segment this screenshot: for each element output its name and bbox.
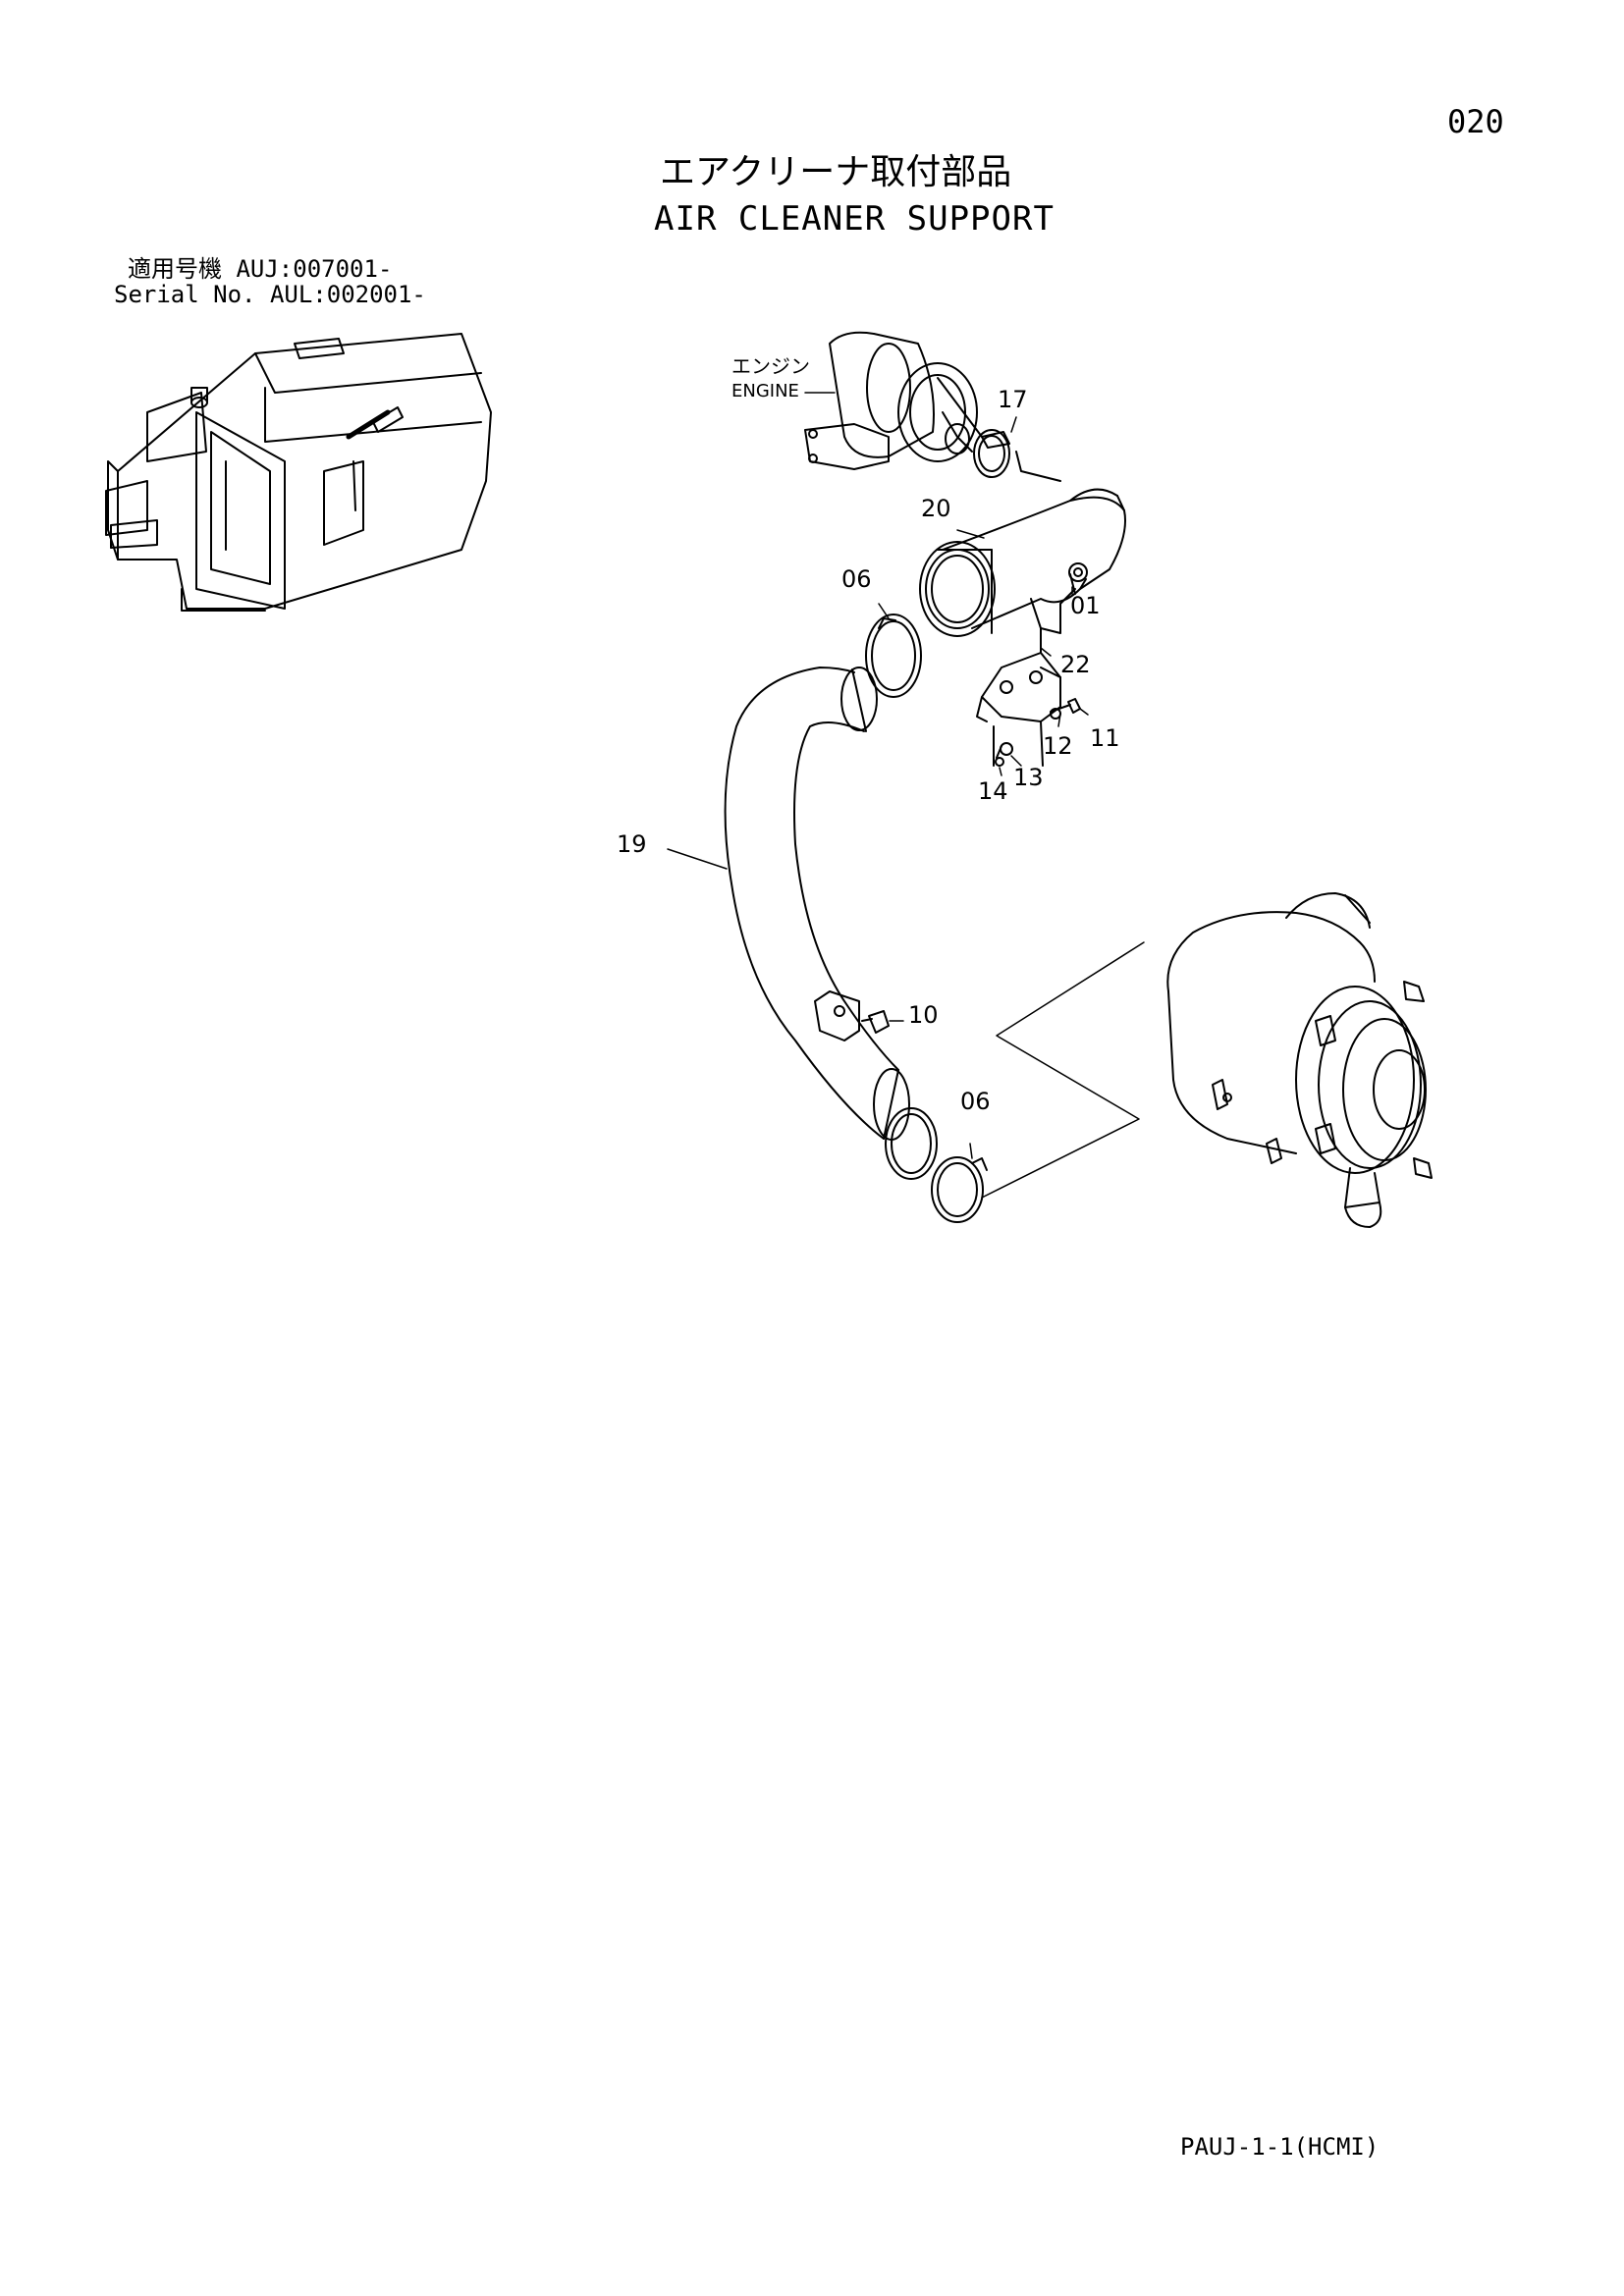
callout-13: 13 (1013, 764, 1044, 791)
machine-location-thumbnail (105, 333, 492, 612)
callout-11: 11 (1090, 724, 1120, 752)
bolt-assembly-11-12 (1050, 698, 1081, 720)
clamp-06-top (865, 614, 922, 698)
callout-14: 14 (978, 777, 1008, 805)
callout-10: 10 (908, 1001, 939, 1029)
curved-hose-19 (724, 667, 938, 1180)
bolt-01 (1068, 562, 1088, 590)
serial-applicability-en: Serial No. AUL:002001- (114, 281, 426, 308)
bolt-10 (861, 1010, 890, 1034)
callout-20: 20 (921, 495, 951, 522)
page-number: 020 (1447, 103, 1504, 140)
callout-19: 19 (617, 830, 647, 858)
callout-06-bottom: 06 (960, 1088, 991, 1115)
page-title-japanese: エアクリーナ取付部品 (660, 152, 1012, 192)
bolt-assembly-13-14 (993, 725, 1013, 767)
bracket-22 (976, 627, 1061, 767)
leader-lines (667, 392, 1145, 1199)
engine-label-en: ENGINE (731, 381, 799, 401)
engine-turbo-outlet (804, 331, 983, 470)
callout-01: 01 (1070, 592, 1101, 619)
hose-mount-bracket (814, 990, 860, 1041)
callout-17: 17 (998, 386, 1028, 413)
elbow-hose-20 (919, 488, 1126, 637)
footer-catalog-code: PAUJ-1-1(HCMI) (1180, 2133, 1380, 2161)
clamp-06-bottom (931, 1156, 988, 1223)
callout-12: 12 (1043, 732, 1073, 760)
page-title-english: AIR CLEANER SUPPORT (654, 199, 1055, 239)
callout-22: 22 (1060, 651, 1091, 678)
callout-06-top: 06 (841, 565, 872, 593)
serial-applicability-ja: 適用号機 AUJ:007001- (128, 255, 393, 283)
clamp-17 (973, 429, 1061, 482)
air-cleaner-assembly (1166, 892, 1433, 1228)
engine-label-ja: エンジン (731, 354, 810, 378)
